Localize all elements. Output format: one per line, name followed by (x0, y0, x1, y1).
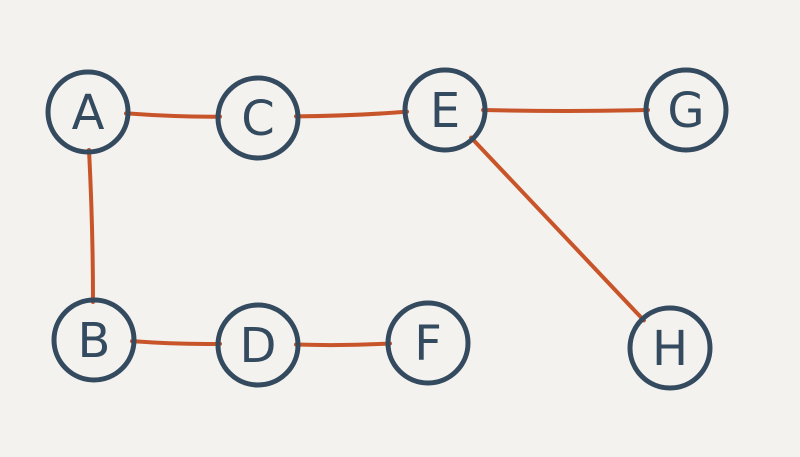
edge-e-h (469, 135, 646, 323)
node-circle-a (45, 69, 131, 155)
node-a: A (45, 69, 131, 155)
node-label-g: G (667, 83, 704, 139)
node-label-c: C (241, 91, 275, 147)
node-label-a: A (72, 85, 105, 141)
node-label-e: E (430, 83, 460, 139)
node-label-f: F (414, 316, 442, 372)
edge-e-g (481, 108, 650, 113)
node-circle-c (215, 75, 301, 161)
node-circle-d (215, 302, 301, 388)
node-b: B (51, 297, 137, 383)
node-circle-f (385, 300, 471, 386)
node-label-h: H (652, 321, 688, 377)
edge-a-b (86, 147, 96, 305)
node-h: H (627, 305, 713, 391)
node-e: E (402, 67, 488, 153)
node-c: C (215, 75, 301, 161)
node-circle-g (643, 67, 729, 153)
node-d: D (215, 302, 301, 388)
edge-b-d (129, 339, 223, 346)
edge-c-e (293, 109, 410, 119)
node-f: F (385, 300, 471, 386)
edge-layer (86, 108, 650, 348)
node-circle-h (627, 305, 713, 391)
edge-d-f (293, 341, 393, 348)
node-g: G (643, 67, 729, 153)
edge-a-c (123, 111, 223, 119)
node-circle-b (51, 297, 137, 383)
node-label-d: D (240, 318, 277, 374)
node-layer: A B C D E F G H (45, 67, 729, 391)
node-circle-e (402, 67, 488, 153)
node-label-b: B (78, 313, 111, 369)
